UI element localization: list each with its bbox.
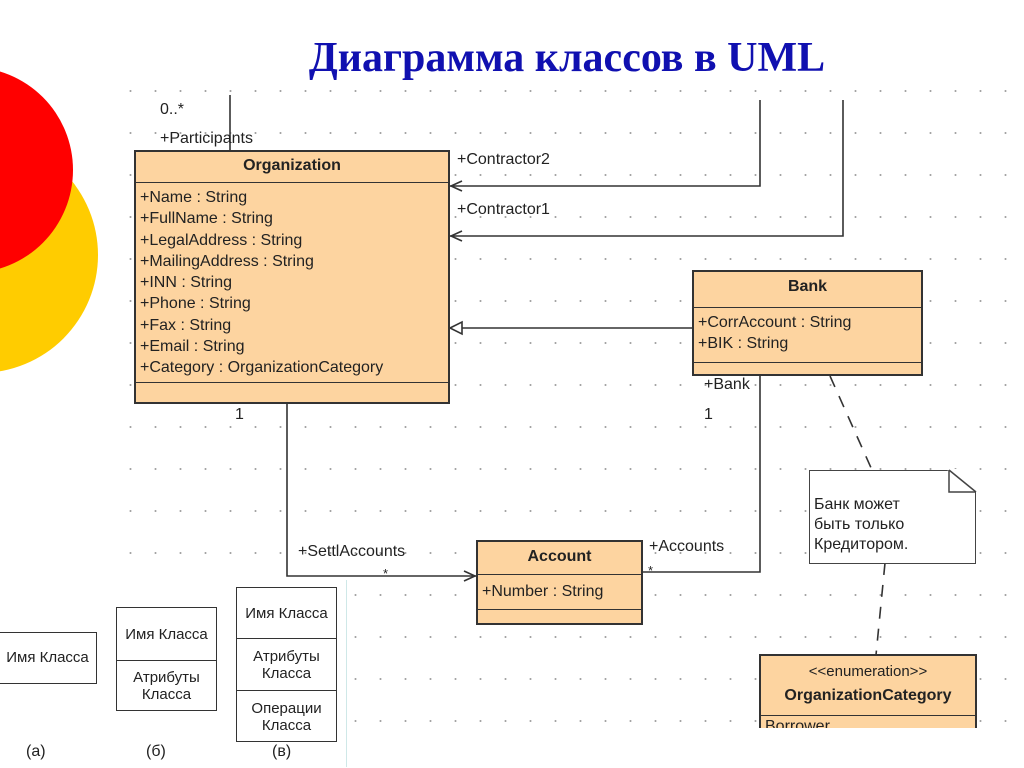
note-anchor-line (829, 375, 873, 471)
participants-multiplicity: 0..* (160, 101, 185, 118)
class-account[interactable]: Account +Number : String (476, 540, 643, 625)
legend-class-c-operations: Операции Класса (251, 699, 322, 734)
attribute: +CorrAccount : String (698, 314, 852, 331)
attribute: +Name : String (140, 189, 248, 206)
attribute: +Number : String (482, 583, 604, 600)
legend-class-b-attributes: Атрибуты Класса (133, 668, 200, 703)
bank-role-label: +Bank (704, 376, 750, 393)
class-bank-name: Bank (694, 272, 921, 308)
class-bank-attributes: +CorrAccount : String +BIK : String (694, 308, 921, 363)
legend-class-b: Имя Класса Атрибуты Класса (116, 607, 217, 711)
settl-accounts-association-line (286, 403, 476, 577)
attribute: +BIK : String (698, 335, 789, 353)
legend-caption-b: (б) (146, 743, 166, 760)
class-account-operations (478, 610, 641, 622)
contractor2-role-label: +Contractor2 (457, 151, 550, 168)
bottom-clip (700, 728, 1024, 768)
attribute: +INN : String (140, 274, 233, 292)
class-organization-operations (136, 383, 448, 395)
note-line: быть только (814, 516, 905, 533)
class-organization-attributes: +Name : String +FullName : String +Legal… (136, 183, 448, 383)
accounts-role-label: +Accounts (649, 538, 725, 555)
note-line: Банк может (814, 496, 900, 513)
organization-multiplicity: 1 (235, 406, 244, 423)
legend-panel-border (346, 580, 347, 767)
contractor2-association-line (450, 100, 761, 187)
class-organization-category-header: <<enumeration>> OrganizationCategory (761, 656, 975, 716)
accounts-association-line (642, 375, 761, 573)
class-bank-operations (694, 363, 921, 375)
legend-class-c: Имя Класса Атрибуты Класса Операции Клас… (236, 587, 337, 742)
red-circle-decoration (0, 71, 73, 269)
contractor1-association-line (450, 100, 844, 237)
class-organization[interactable]: Organization +Name : String +FullName : … (134, 150, 450, 404)
note-bank-creditor[interactable]: Банк может быть только Кредитором. (809, 470, 976, 564)
legend-class-c-attributes: Атрибуты Класса (237, 639, 336, 691)
enum-stereotype: <<enumeration>> (808, 663, 928, 680)
attribute: +MailingAddress : String (140, 252, 314, 270)
contractor2-arrow-icon (449, 180, 463, 192)
class-account-name: Account (478, 542, 641, 575)
class-organization-category[interactable]: <<enumeration>> OrganizationCategory Bor… (759, 654, 977, 734)
page-title: Диаграмма классов в UML (308, 35, 826, 81)
attribute: +LegalAddress : String (140, 231, 303, 249)
participants-role-label: +Participants (160, 130, 253, 147)
generalization-triangle-icon (448, 320, 463, 336)
legend-class-c-name: Имя Класса (237, 588, 336, 639)
attribute: +Phone : String (140, 295, 251, 313)
note-enum-anchor-line (875, 562, 886, 656)
class-organization-name: Organization (136, 152, 448, 183)
settl-accounts-role-label: +SettlAccounts (298, 543, 406, 560)
legend-class-a: Имя Класса (0, 632, 97, 684)
legend-caption-c: (в) (272, 743, 292, 760)
class-account-attributes: +Number : String (478, 575, 641, 610)
note-line: Кредитором. (814, 536, 909, 553)
legend-class-b-name: Имя Класса (117, 608, 216, 661)
legend-caption-a: (а) (26, 743, 46, 760)
attribute: +Email : String (140, 338, 245, 356)
bank-multiplicity: 1 (704, 406, 713, 423)
attribute: +Fax : String (140, 316, 232, 334)
contractor1-role-label: +Contractor1 (457, 201, 550, 218)
legend-class-a-name: Имя Класса (6, 649, 89, 666)
accounts-multiplicity: * (648, 563, 654, 578)
attribute: +FullName : String (140, 210, 273, 228)
attribute: +Category : OrganizationCategory (140, 359, 384, 377)
note-folded-corner-icon (946, 469, 977, 493)
settl-accounts-arrow-icon (463, 570, 477, 582)
enum-name: OrganizationCategory (784, 687, 952, 704)
decorative-circles (0, 71, 98, 372)
class-bank[interactable]: Bank +CorrAccount : String +BIK : String (692, 270, 923, 376)
contractor1-arrow-icon (449, 230, 463, 242)
settl-accounts-multiplicity: * (383, 566, 389, 581)
